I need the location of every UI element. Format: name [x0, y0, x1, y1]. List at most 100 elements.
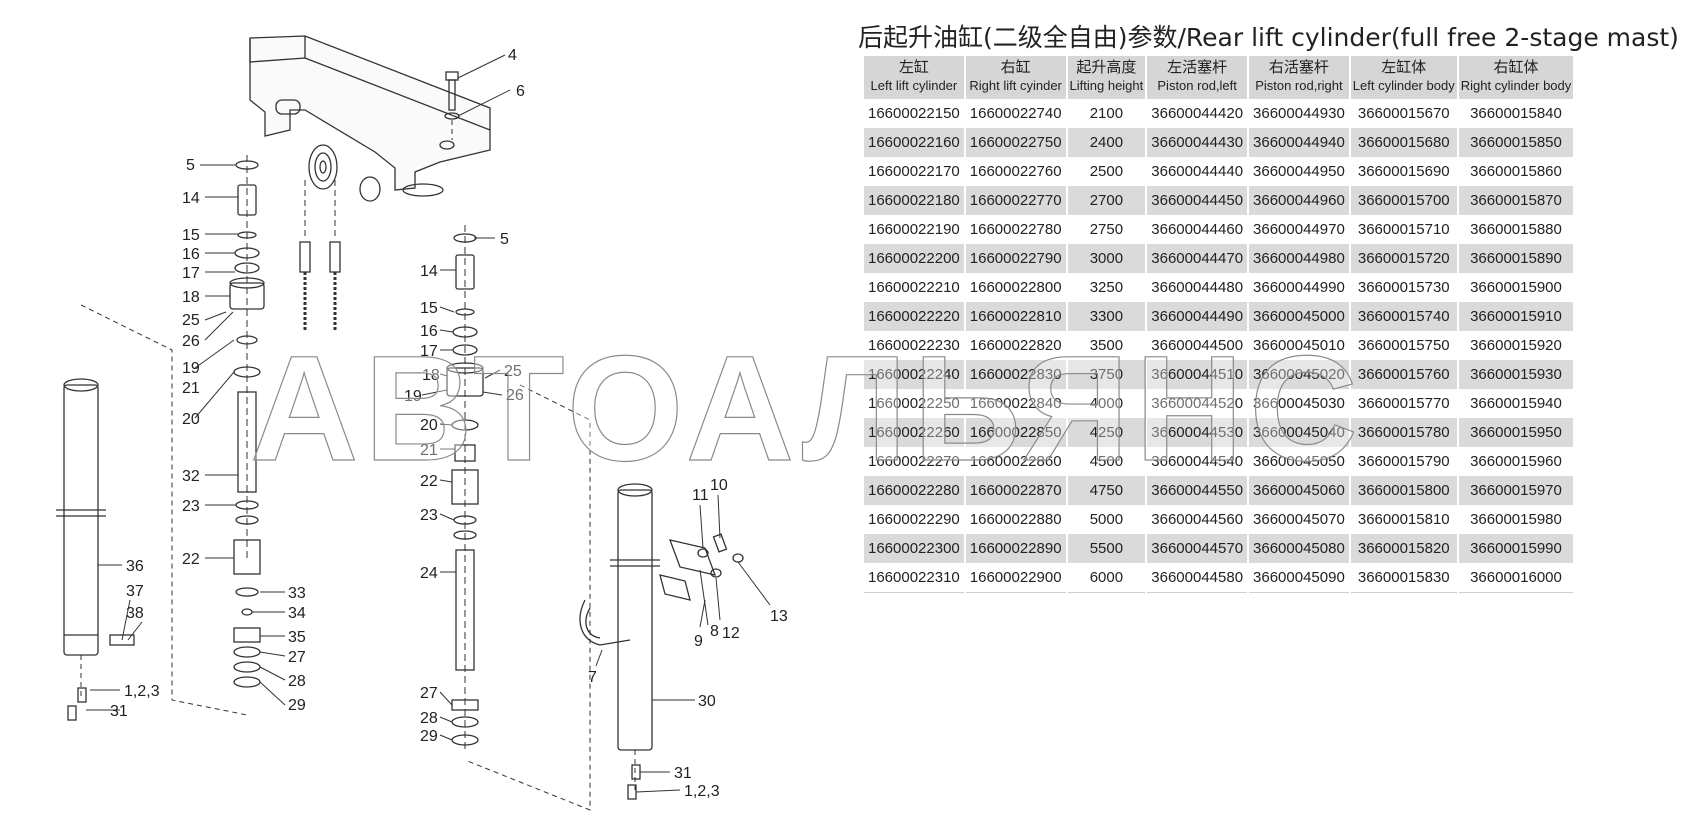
table-cell: 3000 [1067, 244, 1146, 273]
callout-7: 7 [588, 669, 597, 686]
table-cell: 16600022820 [965, 331, 1066, 360]
table-cell: 3300 [1067, 302, 1146, 331]
table-cell: 36600044990 [1249, 273, 1349, 302]
table-cell: 36600044490 [1147, 302, 1248, 331]
column-header-zh: 左缸体 [1381, 59, 1427, 76]
callout-18: 18 [182, 289, 200, 306]
callout-12: 12 [722, 625, 740, 642]
table-cell: 16600022200 [864, 244, 964, 273]
callout-8: 8 [710, 623, 719, 640]
table-cell: 16600022160 [864, 128, 964, 157]
table-cell: 36600015960 [1458, 447, 1574, 476]
table-cell: 16600022900 [965, 563, 1066, 593]
table-cell: 36600044520 [1147, 389, 1248, 418]
callout-19: 19 [404, 388, 422, 405]
callout-16: 16 [182, 246, 200, 263]
table-cell: 36600015890 [1458, 244, 1574, 273]
table-cell: 36600045070 [1249, 505, 1349, 534]
table-cell: 16600022750 [965, 128, 1066, 157]
table-cell: 36600045050 [1249, 447, 1349, 476]
table-cell: 36600015730 [1350, 273, 1457, 302]
callout-13: 13 [770, 608, 788, 625]
callout-17: 17 [182, 265, 200, 282]
callout-9: 9 [694, 633, 703, 650]
table-cell: 36600045010 [1249, 331, 1349, 360]
table-cell: 16600022760 [965, 157, 1066, 186]
table-cell: 36600015820 [1350, 534, 1457, 563]
table-cell: 5500 [1067, 534, 1146, 563]
table-cell: 36600015810 [1350, 505, 1457, 534]
table-cell: 36600045030 [1249, 389, 1349, 418]
table-cell: 16600022270 [864, 447, 964, 476]
table-cell: 36600044540 [1147, 447, 1248, 476]
table-cell: 2500 [1067, 157, 1146, 186]
table-cell: 36600015800 [1350, 476, 1457, 505]
callout-18: 18 [422, 367, 440, 384]
table-cell: 36600015910 [1458, 302, 1574, 331]
column-header-zh: 起升高度 [1076, 59, 1137, 76]
callout-22: 22 [182, 551, 200, 568]
table-cell: 4250 [1067, 418, 1146, 447]
callout-22: 22 [420, 473, 438, 490]
table-cell: 16600022770 [965, 186, 1066, 215]
table-cell: 6000 [1067, 563, 1146, 593]
table-cell: 4500 [1067, 447, 1146, 476]
pulley-wheel [308, 144, 381, 202]
table-cell: 16600022290 [864, 505, 964, 534]
column-header-zh: 左活塞杆 [1167, 59, 1228, 76]
crossbeam [249, 35, 491, 197]
callout-26: 26 [506, 387, 524, 404]
table-cell: 36600044510 [1147, 360, 1248, 389]
table-cell: 36600044440 [1147, 157, 1248, 186]
callout-24: 24 [420, 565, 438, 582]
table-cell: 36600015670 [1350, 99, 1457, 128]
bracket-parts [659, 533, 744, 601]
table-cell: 36600044480 [1147, 273, 1248, 302]
table-cell: 36600015760 [1350, 360, 1457, 389]
table-cell: 3750 [1067, 360, 1146, 389]
callout-38: 38 [126, 605, 144, 622]
left-assembly-parts [229, 155, 265, 688]
table-cell: 36600015790 [1350, 447, 1457, 476]
callout-10: 10 [710, 477, 728, 494]
table-cell: 36600044550 [1147, 476, 1248, 505]
table-cell: 36600045090 [1249, 563, 1349, 593]
table-cell: 36600044570 [1147, 534, 1248, 563]
table-cell: 36600015860 [1458, 157, 1574, 186]
leader-lines [86, 54, 771, 793]
column-header-en: Left cylinder body [1352, 78, 1455, 93]
column-header-en: Piston rod,right [1255, 78, 1343, 93]
table-cell: 36600045060 [1249, 476, 1349, 505]
column-header-en: Right cylinder body [1460, 78, 1572, 93]
table-cell: 16600022880 [965, 505, 1066, 534]
callout-15: 15 [420, 300, 438, 317]
callout-5: 5 [500, 231, 509, 248]
callout-31: 31 [110, 703, 128, 720]
callout-6: 6 [516, 83, 525, 100]
table-cell: 36600044560 [1147, 505, 1248, 534]
table-cell: 36600045020 [1249, 360, 1349, 389]
table-cell: 16600022800 [965, 273, 1066, 302]
callout-28: 28 [420, 710, 438, 727]
table-cell: 36600015690 [1350, 157, 1457, 186]
table-cell: 16600022310 [864, 563, 964, 593]
table-cell: 36600044530 [1147, 418, 1248, 447]
table-cell: 36600015930 [1458, 360, 1574, 389]
table-cell: 3500 [1067, 331, 1146, 360]
chain-anchors [299, 180, 341, 330]
table-cell: 16600022870 [965, 476, 1066, 505]
table-cell: 16600022860 [965, 447, 1066, 476]
callout-14: 14 [420, 263, 438, 280]
callout-4: 4 [508, 47, 517, 64]
